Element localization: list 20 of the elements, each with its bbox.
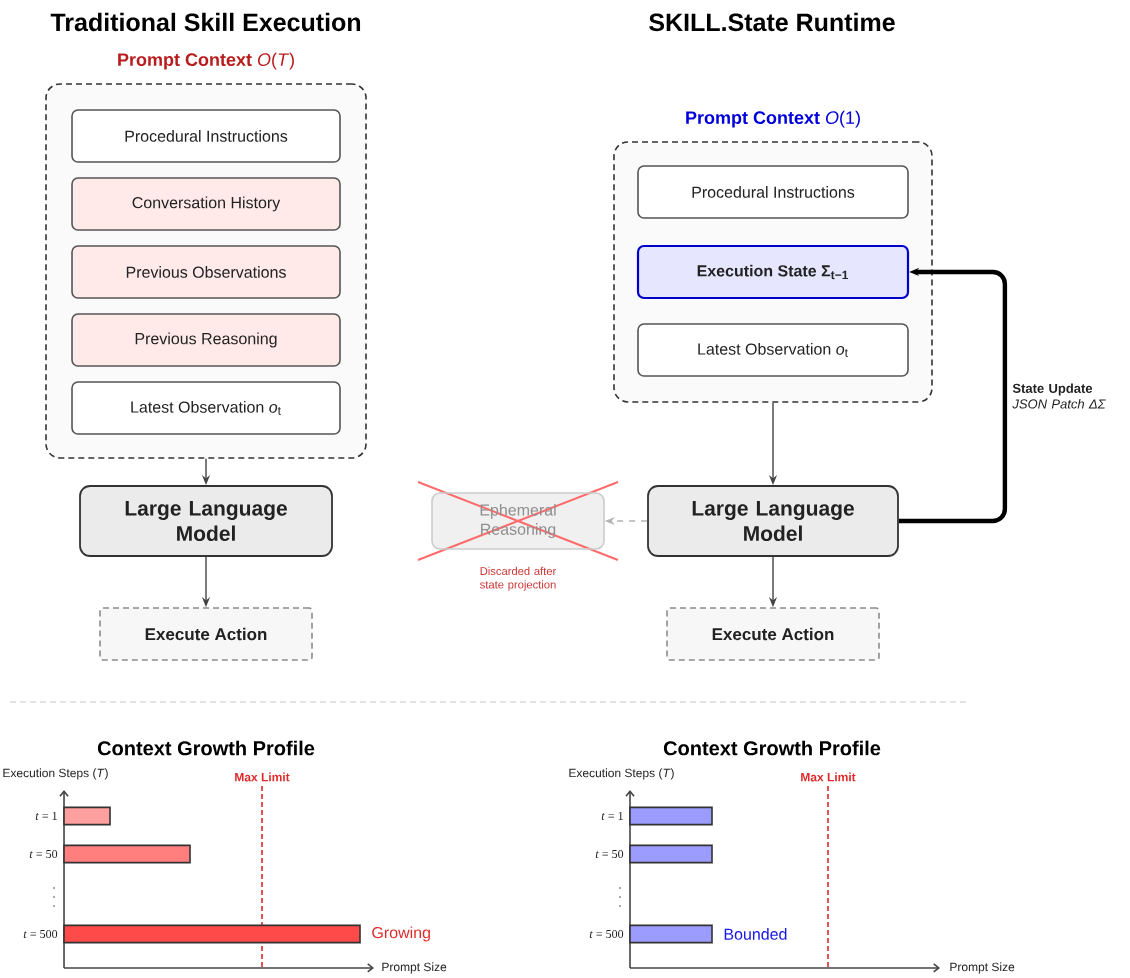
context-box: Latest Observation o$_{t}$ bbox=[71, 381, 341, 435]
context-box: Procedural Instructions bbox=[71, 109, 341, 163]
panel-title: SKILL.State Runtime bbox=[649, 12, 895, 32]
action-box: Execute Action bbox=[666, 607, 880, 661]
panel-title: Traditional Skill Execution bbox=[50, 12, 361, 32]
chart-title: Context Growth Profile bbox=[97, 740, 315, 756]
state-box: Execution State Σ$_{t−1}$ bbox=[636, 244, 910, 300]
container-heading: Prompt Context O(T) bbox=[118, 52, 294, 70]
action-box: Execute Action bbox=[99, 607, 313, 661]
context-box: Previous Observations bbox=[71, 245, 341, 299]
context-box: Previous Reasoning bbox=[71, 313, 341, 367]
context-box: Conversation History bbox=[71, 177, 341, 231]
model-box: Large Language Model bbox=[647, 485, 899, 557]
chart-title: Context Growth Profile bbox=[663, 740, 881, 756]
context-box: Procedural Instructions bbox=[637, 165, 909, 219]
model-box: Large Language Model bbox=[79, 485, 333, 557]
series-label: Bounded bbox=[724, 928, 787, 940]
container-heading: Prompt Context O(1) bbox=[686, 110, 860, 128]
series-label: Growing bbox=[372, 926, 430, 942]
context-box: Latest Observation o$_{t}$ bbox=[637, 323, 909, 377]
